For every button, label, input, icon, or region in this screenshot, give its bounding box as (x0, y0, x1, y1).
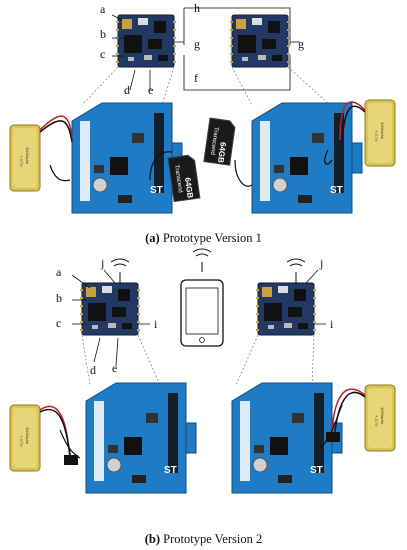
v1-left-battery: + 3.7V 1000mAh (9, 124, 41, 192)
v2-right-module (255, 282, 317, 336)
v1-label-a: a (100, 2, 106, 16)
prototype-v1-group: a b c d e h g g f + 3.7V 1000mAh + 3.7V (9, 1, 396, 214)
v1-left-wire (39, 115, 73, 141)
svg-text:1000mAh: 1000mAh (380, 407, 385, 424)
v1-label-b: b (100, 27, 106, 41)
v2-label-c: c (56, 316, 61, 330)
svg-text:1000mAh: 1000mAh (25, 427, 30, 444)
v2-arrows (59, 404, 343, 459)
caption-version-2: (b) Prototype Version 2 (0, 532, 407, 547)
v1-label-d: d (124, 83, 130, 97)
v1-sd-card-right: Transcend 64GB (203, 117, 237, 166)
v2-label-i-right: i (330, 317, 334, 331)
svg-text:1000mAh: 1000mAh (380, 122, 385, 139)
v1-right-module (229, 14, 291, 68)
svg-text:+ 3.7V: + 3.7V (374, 130, 379, 142)
v2-right-battery: + 3.7V 1000mAh (364, 384, 396, 452)
caption-version-1: (a) Prototype Version 1 (0, 231, 407, 246)
prototype-v2-group: a j b c d e i j i + 3.7V 1000mAh + 3.7V (9, 248, 396, 494)
caption-b-tag: (b) (144, 532, 161, 546)
v2-label-d: d (90, 363, 96, 377)
v2-right-connector (326, 432, 340, 442)
v2-label-j-right: j (319, 256, 323, 270)
v2-left-cradle (85, 382, 197, 494)
v1-label-e: e (148, 83, 153, 97)
v2-label-j-left: j (100, 256, 104, 270)
svg-text:1000mAh: 1000mAh (25, 147, 30, 164)
v1-callout-lines (111, 7, 300, 91)
svg-text:+ 3.7V: + 3.7V (19, 155, 24, 167)
caption-a-tag: (a) (145, 231, 160, 245)
v2-callout-lines (71, 269, 326, 367)
v1-arrows (49, 149, 333, 187)
svg-text:64GB: 64GB (216, 141, 228, 163)
svg-text:Transcend: Transcend (173, 165, 183, 194)
v1-label-h: h (194, 1, 200, 15)
svg-text:Transcend: Transcend (209, 126, 219, 155)
v2-right-cradle (231, 382, 343, 494)
svg-text:+ 3.7V: + 3.7V (374, 415, 379, 427)
v2-label-a: a (56, 265, 62, 279)
v2-label-e: e (112, 361, 117, 375)
v1-guide-lines (81, 66, 331, 106)
v1-right-battery: + 3.7V 1000mAh (364, 99, 396, 167)
svg-text:+ 3.7V: + 3.7V (19, 435, 24, 447)
v1-label-c: c (100, 47, 105, 61)
caption-b-text: Prototype Version 2 (160, 532, 263, 546)
caption-a-text: Prototype Version 1 (159, 231, 262, 245)
v2-left-module (79, 282, 141, 336)
v1-left-cradle (71, 102, 183, 214)
v2-antennas (110, 248, 306, 284)
svg-text:64GB: 64GB (183, 177, 195, 199)
v2-label-i-left: i (154, 317, 158, 331)
v2-left-connector (64, 455, 78, 465)
v1-label-g-right: g (298, 37, 304, 51)
v1-sd-card-left: Transcend 64GB (167, 153, 201, 203)
v1-right-wire (339, 101, 366, 141)
v2-label-b: b (56, 291, 62, 305)
v1-left-module (115, 14, 177, 68)
smartphone-icon (180, 279, 224, 347)
v2-left-battery: + 3.7V 1000mAh (9, 404, 41, 472)
v1-label-g-left: g (194, 37, 200, 51)
v1-label-f: f (194, 71, 198, 85)
v2-guide-lines (81, 334, 315, 386)
